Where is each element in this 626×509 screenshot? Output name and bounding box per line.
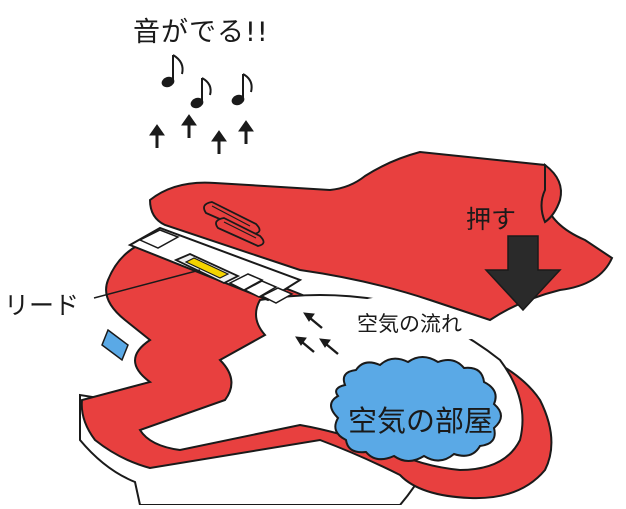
arrow-up-icon — [211, 130, 227, 154]
side-blue-accent — [101, 328, 129, 362]
music-note-icon — [161, 54, 184, 88]
push-arrow-icon — [484, 235, 562, 312]
push-label: 押す — [466, 205, 517, 234]
reed-slot — [173, 253, 241, 285]
airflow-arrows — [295, 312, 339, 355]
reed-label: リード — [4, 291, 80, 320]
arrow-up-left-icon — [295, 336, 315, 353]
arrow-up-left-icon — [303, 312, 323, 329]
air-room-label: 空気の部屋 — [348, 404, 494, 438]
music-notes — [161, 54, 253, 109]
arrow-up-icon — [149, 124, 165, 148]
keyboard-keys — [138, 229, 294, 304]
sound-arrows — [149, 114, 254, 154]
mouthpiece-slots — [203, 201, 265, 247]
air-room-cloud — [330, 356, 502, 462]
arrow-up-icon — [181, 114, 197, 138]
lid-end-curl — [540, 162, 562, 224]
music-note-icon — [231, 73, 253, 106]
sound-label: 音がでる!! — [133, 17, 269, 48]
arrow-up-icon — [238, 120, 254, 144]
arrow-up-left-icon — [319, 338, 339, 355]
air-flow-label: 空気の流れ — [357, 312, 462, 336]
music-note-icon — [190, 77, 212, 109]
reed-pointer-line — [93, 269, 201, 299]
